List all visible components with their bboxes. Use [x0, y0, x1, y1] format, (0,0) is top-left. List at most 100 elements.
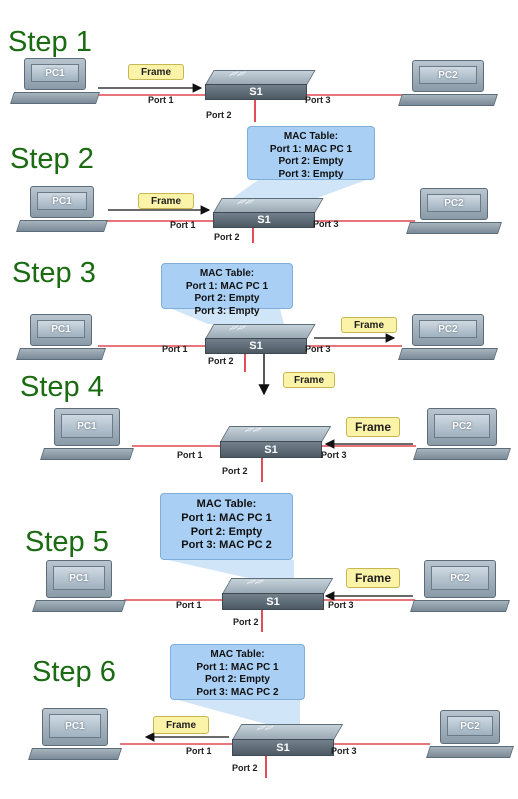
step-3-mac-row: Port 2: Empty: [194, 293, 260, 304]
step-1-frame-badge: Frame: [128, 64, 184, 80]
step-6-pc1-label: PC1: [65, 720, 85, 732]
step-2-pc2-icon: PC2: [406, 188, 502, 234]
step-3-port2-label: Port 2: [208, 356, 234, 366]
step-5-pc1-monitor: PC1: [46, 560, 112, 598]
step-4-switch-arrows-icon: ⇄ ⇄: [241, 427, 264, 435]
step-5-mac-title: MAC Table:: [196, 498, 257, 510]
step-6-pc2-keyboard: [426, 746, 514, 758]
step-4-pc2-label: PC2: [452, 420, 472, 432]
step-1-pc1-label: PC1: [45, 67, 65, 79]
step-5-mac-beam: [168, 560, 294, 578]
step-6-mac-row: Port 3: MAC PC 2: [196, 686, 279, 698]
step-6-mac-title: MAC Table:: [210, 649, 265, 660]
step-4-pc2-screen: PC2: [434, 414, 490, 438]
step-6-port3-label: Port 3: [331, 746, 357, 756]
step-4-pc1-keyboard: [40, 448, 134, 460]
step-6-title: Step 6: [32, 656, 116, 688]
step-3-port3-label: Port 3: [305, 344, 331, 354]
step-3-pc1-icon: PC1: [16, 314, 106, 360]
step-2-mac-title: MAC Table:: [283, 131, 339, 142]
step-2-frame-badge: Frame: [138, 193, 194, 209]
step-6-pc2-icon: PC2: [426, 710, 514, 758]
step-3-pc2-icon: PC2: [398, 314, 498, 360]
step-1-pc1-monitor: PC1: [24, 58, 86, 90]
step-6-pc1-screen: PC1: [49, 714, 101, 738]
step-5-frame-badge: Frame: [346, 568, 400, 588]
step-3-frame-badge: Frame: [341, 317, 397, 333]
step-6-switch-top: ⇄ ⇄: [232, 724, 344, 740]
step-2-pc1-keyboard: [16, 220, 108, 232]
step-2-pc2-monitor: PC2: [420, 188, 488, 220]
step-3-frame-badge-port2: Frame: [283, 372, 335, 388]
step-1-pc2-monitor: PC2: [412, 60, 484, 92]
step-2-pc2-keyboard: [406, 222, 502, 234]
step-2-switch-arrows-icon: ⇄ ⇄: [233, 199, 256, 207]
step-6-switch-front: S1: [232, 739, 334, 756]
step-5-pc2-keyboard: [410, 600, 510, 612]
step-3-switch-arrows-icon: ⇄ ⇄: [225, 325, 248, 333]
step-5-pc2-label: PC2: [450, 572, 470, 584]
step-2-switch-label: S1: [257, 214, 271, 227]
step-3-title: Step 3: [12, 257, 96, 289]
step-3-switch-front: S1: [205, 338, 307, 354]
step-3-port1-label: Port 1: [162, 344, 188, 354]
step-2-mac-row: Port 3: Empty: [278, 168, 344, 180]
step-2-pc1-label: PC1: [52, 195, 72, 207]
step-2-port3-label: Port 3: [313, 219, 339, 229]
step-5-switch-top: ⇄ ⇄: [222, 578, 334, 594]
step-5-pc1-icon: PC1: [32, 560, 126, 612]
step-4-pc1-monitor: PC1: [54, 408, 120, 446]
step-2-pc1-icon: PC1: [16, 186, 108, 232]
step-3-pc1-keyboard: [16, 348, 106, 360]
step-6-switch-arrows-icon: ⇄ ⇄: [253, 725, 276, 733]
step-6-mac-beam: [178, 700, 300, 724]
step-1-pc1-keyboard: [10, 92, 100, 104]
step-1-switch-arrows-icon: ⇄ ⇄: [225, 71, 248, 79]
step-2-pc2-screen: PC2: [427, 194, 481, 212]
step-3-pc1-monitor: PC1: [30, 314, 92, 346]
step-1-switch-front: S1: [205, 84, 307, 100]
step-4-frame-badge: Frame: [346, 417, 400, 437]
step-5-switch-arrows-icon: ⇄ ⇄: [243, 579, 266, 587]
step-1-pc2-screen: PC2: [419, 66, 477, 84]
step-3-pc2-monitor: PC2: [412, 314, 484, 346]
step-3-switch-label: S1: [249, 340, 263, 353]
step-4-port1-label: Port 1: [177, 450, 203, 460]
step-2-port1-label: Port 1: [170, 220, 196, 230]
step-6-switch-label: S1: [276, 741, 290, 754]
step-2-pc1-monitor: PC1: [30, 186, 94, 218]
step-6-pc2-label: PC2: [460, 720, 480, 732]
step-6-pc1-keyboard: [28, 748, 122, 760]
step-1-pc2-icon: PC2: [398, 60, 498, 106]
step-2-mac-row: Port 1: MAC PC 1: [269, 143, 353, 155]
step-6-port2-label: Port 2: [232, 763, 258, 773]
step-3-pc2-keyboard: [398, 348, 498, 360]
step-6-pc2-monitor: PC2: [440, 710, 500, 744]
step-4-pc2-monitor: PC2: [427, 408, 497, 446]
step-5-port2-label: Port 2: [233, 617, 259, 627]
step-4-pc2-keyboard: [413, 448, 511, 460]
step-6-switch-icon: ⇄ ⇄S1: [232, 724, 344, 756]
step-5-port1-label: Port 1: [176, 600, 202, 610]
step-4-pc1-screen: PC1: [61, 414, 113, 438]
step-1-pc2-keyboard: [398, 94, 498, 106]
step-5-pc1-keyboard: [32, 600, 126, 612]
step-5-port3-label: Port 3: [328, 600, 354, 610]
step-5-switch-icon: ⇄ ⇄S1: [222, 578, 334, 610]
step-5-mac-row: Port 1: MAC PC 1: [181, 511, 272, 524]
step-4-pc1-label: PC1: [77, 420, 97, 432]
step-2-switch-top: ⇄ ⇄: [213, 198, 324, 213]
step-4-port2-label: Port 2: [222, 466, 248, 476]
step-1-switch-label: S1: [249, 86, 263, 99]
step-1-pc2-label: PC2: [438, 69, 458, 81]
step-4-title: Step 4: [20, 371, 104, 403]
step-3-mac-row: Port 3: Empty: [194, 305, 260, 317]
step-1-title: Step 1: [8, 26, 92, 58]
step-5-mac-row: Port 2: Empty: [190, 525, 263, 538]
step-6-mac-row: Port 2: Empty: [204, 674, 270, 685]
step-5-pc1-screen: PC1: [53, 566, 105, 590]
